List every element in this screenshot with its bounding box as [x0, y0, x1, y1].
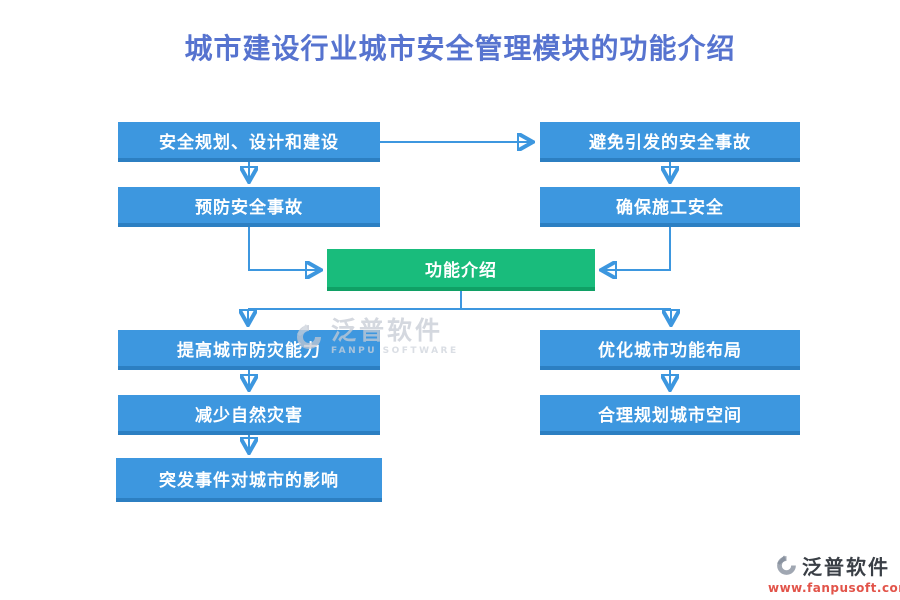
flow-node-function-intro: 功能介绍 [327, 249, 595, 291]
footer-brand: 泛普软件 [802, 555, 890, 579]
flow-node-reduce-disasters: 减少自然灾害 [118, 395, 380, 435]
footer-url: www.fanpusoft.com [768, 581, 900, 595]
flow-node-city-space: 合理规划城市空间 [540, 395, 800, 435]
flow-node-safety-planning: 安全规划、设计和建设 [118, 122, 380, 162]
page-title: 城市建设行业城市安全管理模块的功能介绍 [184, 32, 736, 65]
fanpu-swirl-icon [777, 555, 796, 575]
footer-logo: 泛普软件 www.fanpusoft.com [768, 551, 900, 595]
flow-node-construction-safety: 确保施工安全 [540, 187, 800, 227]
arrow-b4-to-center [603, 227, 671, 270]
flow-node-disaster-capability: 提高城市防灾能力 [118, 330, 380, 370]
flow-node-emergency-impact: 突发事件对城市的影响 [116, 458, 382, 502]
footer-logo-row: 泛普软件 [768, 551, 896, 580]
flow-node-city-layout: 优化城市功能布局 [540, 330, 800, 370]
flow-node-avoid-accidents: 避免引发的安全事故 [540, 122, 800, 162]
flow-node-prevent-accidents: 预防安全事故 [118, 187, 380, 227]
arrow-b3-to-center [248, 227, 319, 270]
